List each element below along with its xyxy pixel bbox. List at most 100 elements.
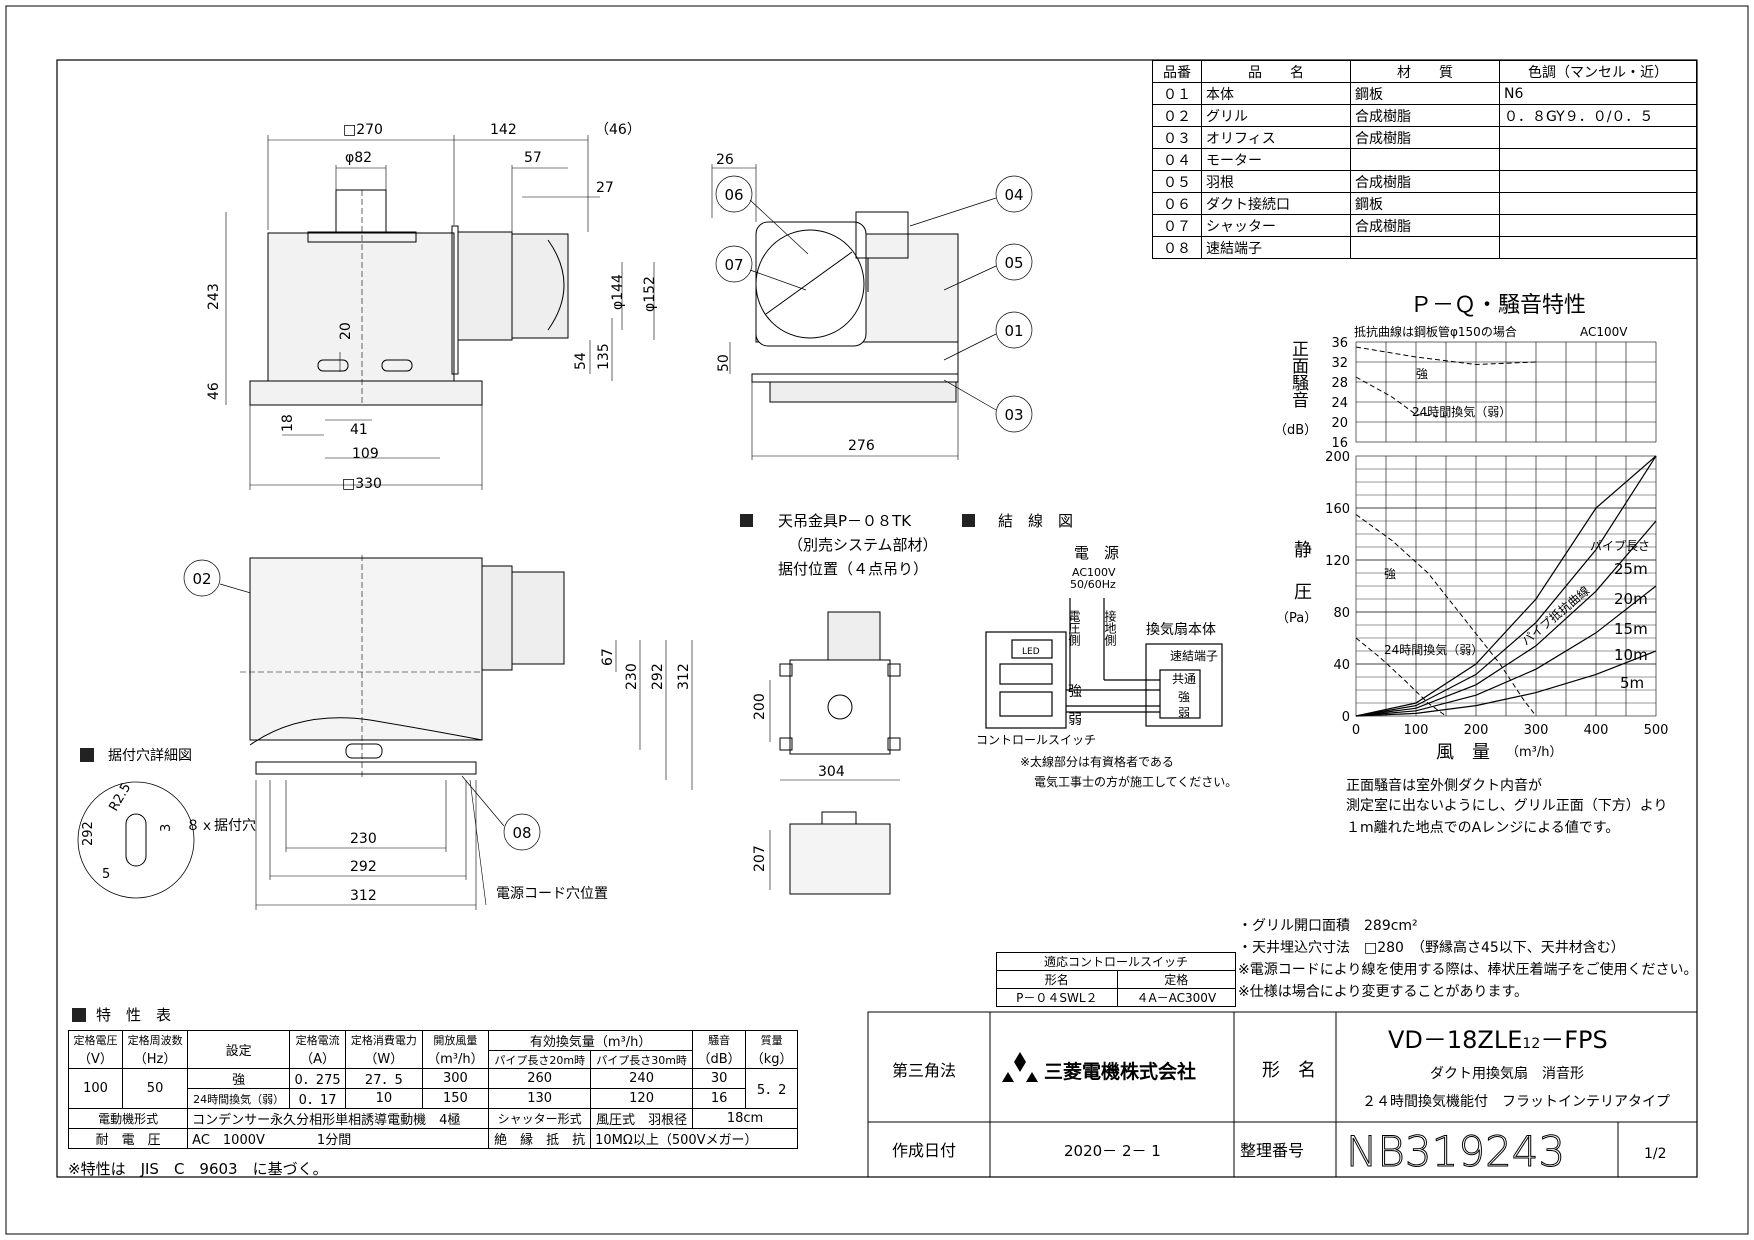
bottom-view [240, 555, 565, 778]
spec-setting-weak: 24時間換気（弱） [187, 1088, 291, 1109]
characteristics-footnote: ※特性は JIS C 9603 に基づく。 [68, 1160, 328, 1178]
series-line [1355, 585, 1657, 717]
bottom-view-dimensions [255, 640, 693, 910]
h-open: 開放風量 [433, 1034, 478, 1047]
h-noise-unit: （dB） [697, 1052, 741, 1067]
wiring-switch: コントロールスイッチ [976, 733, 1096, 747]
h-current: 定格電流 [295, 1034, 340, 1047]
wiring-weak-terminal: 弱 [1178, 706, 1190, 720]
hanger-200: 200 [752, 693, 768, 720]
dim-330: □330 [342, 476, 382, 492]
pressure-tick: 0 [1342, 710, 1350, 725]
hole-3: 3 [159, 824, 174, 832]
label-resistance: パイプ抵抗曲線 [1518, 583, 1592, 648]
callout-04: 04 [1004, 186, 1023, 204]
hanger-sub2: 据付位置（４点吊り） [778, 560, 928, 578]
h-freq-unit: （Hz） [133, 1052, 177, 1067]
dim-phi82: φ82 [345, 150, 372, 166]
dim-50: 50 [716, 354, 732, 372]
x-tick: 500 [1644, 723, 1669, 738]
parts-cell: ０３ [1152, 126, 1202, 149]
parts-cell: ０８ [1152, 236, 1202, 259]
spec-power-strong: 27．5 [345, 1068, 423, 1089]
model-desc1: ダクト用換気扇 消音形 [1430, 1065, 1584, 1082]
pressure-tick: 80 [1333, 606, 1350, 621]
hole-5: 5 [102, 867, 110, 882]
switch-h-model: 形名 [996, 970, 1118, 989]
series-line [1355, 455, 1657, 717]
h-pipe20: パイプ長さ20m時 [488, 1050, 592, 1069]
dim-27: 27 [596, 180, 614, 196]
dim-67: 67 [600, 648, 616, 666]
spec-open-weak: 150 [421, 1088, 490, 1109]
spec-power-weak: 10 [345, 1088, 423, 1109]
parts-cell [1499, 236, 1697, 259]
dim-142: 142 [490, 122, 517, 138]
wiring-note2: 電気工事士の方が施工してください。 [1034, 774, 1237, 789]
dim-109: 109 [352, 446, 379, 462]
parts-header-row: 品番 品 名 材 質 色調（マンセル・近） [1152, 60, 1697, 83]
series-line [1355, 650, 1657, 717]
model-sub: 12 [1522, 1036, 1540, 1052]
label-24h-noise: 24時間換気（弱） [1412, 404, 1511, 419]
wiring-power: 電 源 [1074, 544, 1119, 562]
noise-tick: 16 [1331, 436, 1348, 451]
wiring-body: 換気扇本体 [1146, 622, 1216, 638]
h-power-unit: （W） [364, 1052, 404, 1067]
hanger-title: 天吊金具P－０８TK [778, 512, 912, 530]
parts-cell: 羽根 [1201, 170, 1351, 193]
spec-noise-weak: 16 [692, 1088, 747, 1109]
model-label: 形 名 [1262, 1060, 1316, 1081]
spec-p30-weak: 120 [590, 1088, 694, 1109]
front-view-dimensions [225, 135, 655, 490]
label-pipe-length: パイプ長さ [1590, 539, 1650, 553]
pq-note-3: １m離れた地点でのAレンジによる値です。 [1346, 819, 1619, 836]
parts-cell [1350, 236, 1500, 259]
spec-freq: 50 [121, 1068, 189, 1109]
parts-cell: 合成樹脂 [1350, 170, 1500, 193]
doc-number: NB319243 [1346, 1127, 1565, 1176]
spec-p20-weak: 130 [488, 1088, 592, 1109]
callout-03: 03 [1004, 406, 1023, 424]
parts-h-material: 材 質 [1350, 60, 1500, 83]
wiring-live: 電圧側 [1067, 610, 1081, 646]
h-open-unit: （m³/h） [427, 1052, 484, 1067]
h-pipe30: パイプ長さ30m時 [590, 1050, 694, 1069]
page-number: 1/2 [1644, 1146, 1667, 1162]
wiring-diagram: 結 線 図 電 源 AC100V 50/60Hz 電圧側 接地側 換気扇本体 速… [962, 512, 1237, 789]
shutter-label: シャッター形式 [488, 1108, 592, 1129]
parts-cell: ０．８GY９．０/０．５ [1499, 104, 1697, 127]
parts-cell: ０７ [1152, 214, 1202, 237]
noise-tick: 28 [1331, 376, 1348, 391]
dim-phi152: φ152 [642, 276, 658, 312]
parts-h-color: 色調（マンセル・近） [1499, 60, 1697, 83]
pipe-5m: 5m [1620, 674, 1644, 692]
series-line [1355, 376, 1447, 418]
dim-46: 46 [206, 382, 222, 400]
parts-cell: シャッター [1201, 214, 1351, 237]
title-block [867, 1011, 1698, 1178]
h-power: 定格消費電力 [350, 1034, 417, 1047]
dim-292-v: 292 [650, 663, 666, 690]
parts-cell [1350, 148, 1500, 171]
mounting-holes-label: ８ｘ据付穴 [186, 818, 256, 834]
pq-chart: Ｐ－Ｑ・騒音特性 抵抗曲線は鋼板管φ150の場合 AC100V 正面騒音 （dB… [1274, 293, 1668, 836]
parts-cell: モーター [1201, 148, 1351, 171]
dim-26: 26 [716, 152, 734, 168]
blade-label: 羽根径 [648, 1113, 688, 1128]
dim-312: 312 [350, 888, 377, 904]
pressure-label-2: 圧 [1294, 582, 1312, 603]
x-tick: 200 [1464, 723, 1489, 738]
dim-18: 18 [280, 414, 296, 432]
parts-h-name: 品 名 [1201, 60, 1351, 83]
x-tick: 0 [1352, 723, 1360, 738]
noise-tick: 32 [1331, 356, 1348, 371]
parts-cell [1499, 192, 1697, 215]
